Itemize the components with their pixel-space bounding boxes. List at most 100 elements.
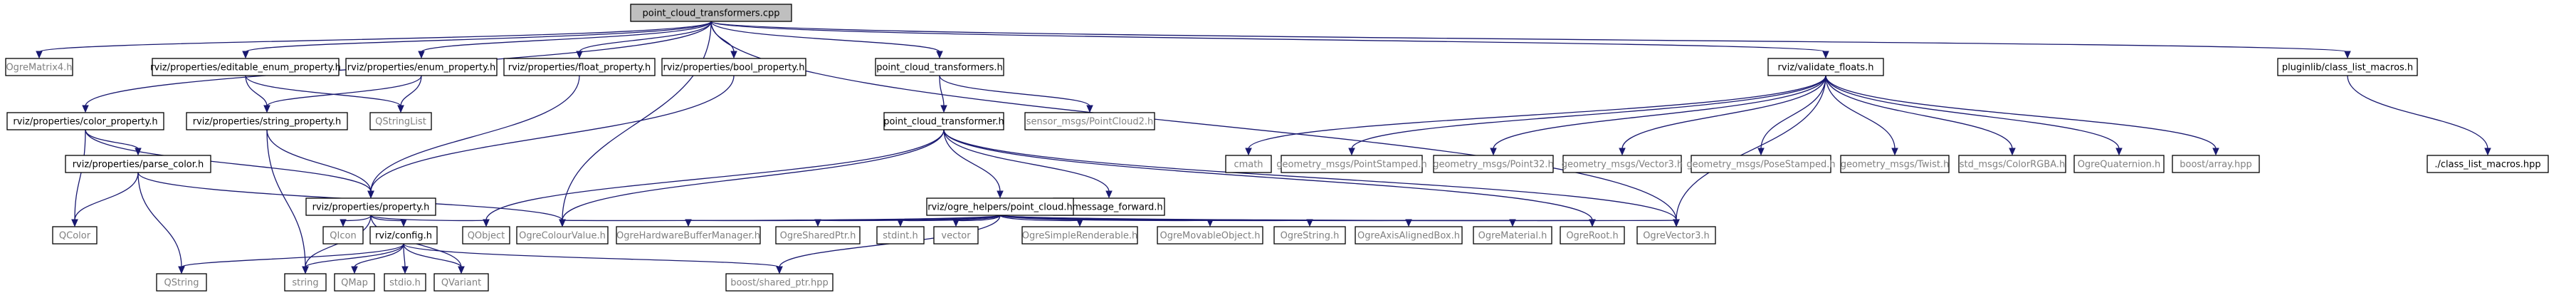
node-label: OgreRoot.h xyxy=(1566,231,1618,242)
edge-line xyxy=(266,75,422,107)
node-point-cloud-h[interactable]: rviz/ogre_helpers/point_cloud.h xyxy=(926,197,1074,216)
node-box xyxy=(616,226,761,245)
edge-pct_h-to-sensor_pc2 xyxy=(939,75,1093,113)
edge-line xyxy=(1760,75,1826,150)
edge-arrowhead xyxy=(1086,105,1093,113)
edge-arrowhead xyxy=(2212,148,2219,156)
edge-arrowhead xyxy=(559,219,566,227)
edge-arrowhead xyxy=(351,266,358,274)
node-label: point_cloud_transformers.h xyxy=(876,63,1003,73)
node-box xyxy=(1024,112,1155,130)
edge-line xyxy=(1493,75,1826,150)
node-qstringlist: QStringList xyxy=(369,112,432,130)
node-label: OgreAxisAlignedBox.h xyxy=(1357,231,1460,242)
node-parse-color[interactable]: rviz/properties/parse_color.h xyxy=(65,155,211,173)
node-label: pluginlib/class_list_macros.h xyxy=(2282,63,2413,73)
node-label: QObject xyxy=(468,231,505,242)
edge-line xyxy=(74,129,86,221)
node-box xyxy=(384,273,426,292)
node-box xyxy=(284,273,327,292)
node-bool-prop[interactable]: rviz/properties/bool_property.h xyxy=(661,58,806,76)
node-ogre-string: OgreString.h xyxy=(1273,226,1346,245)
edge-arrowhead xyxy=(263,105,270,113)
node-class-list-macros-hpp[interactable]: ./class_list_macros.hpp xyxy=(2427,155,2549,173)
node-pct-h[interactable]: point_cloud_transformers.h xyxy=(875,58,1004,76)
edge-property_h-to-qobject xyxy=(370,215,490,227)
edge-arrowhead xyxy=(1757,148,1765,156)
edge-arrowhead xyxy=(2115,148,2123,156)
node-label: geometry_msgs/PoseStamped.h xyxy=(1686,160,1835,170)
node-root[interactable]: point_cloud_transformers.cpp xyxy=(630,4,792,22)
node-string-prop[interactable]: rviz/properties/string_property.h xyxy=(186,112,348,130)
edge-line xyxy=(939,75,1090,107)
node-label: OgreSharedPtr.h xyxy=(780,231,856,242)
edge-validate_floats-to-cmath xyxy=(1245,75,1826,156)
edge-line xyxy=(370,215,487,222)
node-box xyxy=(876,226,925,245)
node-box xyxy=(1473,226,1552,245)
node-qicon: QIcon xyxy=(322,226,364,245)
edge-pc_transformer-to-ogre_colourvalue xyxy=(559,129,945,227)
node-ogre-hwbufmgr: OgreHardwareBufferManager.h xyxy=(616,226,761,245)
node-ogre-simplerenderable: OgreSimpleRenderable.h xyxy=(1021,226,1138,245)
nodes-layer: point_cloud_transformers.cppOgreMatrix4.… xyxy=(5,4,2549,292)
edge-arrowhead xyxy=(1405,219,1412,227)
edge-arrowhead xyxy=(776,266,783,274)
edge-validate_floats-to-gm_pointstamped xyxy=(1348,75,1826,156)
node-box xyxy=(1157,226,1263,245)
edge-line xyxy=(181,243,404,268)
node-config-h[interactable]: rviz/config.h xyxy=(369,226,438,245)
node-property-h[interactable]: rviz/properties/property.h xyxy=(305,197,436,216)
node-gm-twist: geometry_msgs/Twist.h xyxy=(1840,155,1950,173)
edge-arrowhead xyxy=(897,219,904,227)
node-color-prop[interactable]: rviz/properties/color_property.h xyxy=(6,112,164,130)
edge-line xyxy=(403,243,462,268)
node-box xyxy=(630,4,792,22)
node-label: QStringList xyxy=(375,117,426,128)
node-stdio: stdio.h xyxy=(384,273,426,292)
node-box xyxy=(5,58,73,76)
node-pc-transformer[interactable]: point_cloud_transformer.h xyxy=(883,112,1004,130)
edge-line xyxy=(370,75,580,192)
node-ogre-quaternion: OgreQuaternion.h xyxy=(2073,155,2165,173)
edge-line xyxy=(710,21,735,53)
edge-root-to-pct_h xyxy=(710,21,943,59)
node-label: QIcon xyxy=(330,231,356,242)
edge-line xyxy=(1621,75,1826,150)
edge-class_list_macros-to-class_list_macros_hpp xyxy=(2347,75,2491,156)
edge-arrowhead xyxy=(2009,148,2016,156)
node-box xyxy=(6,112,164,130)
edge-arrowhead xyxy=(178,266,185,274)
edge-arrowhead xyxy=(458,266,465,274)
node-box xyxy=(725,273,834,292)
node-box xyxy=(305,197,436,216)
node-gm-vector3: geometry_msgs/Vector3.h xyxy=(1562,155,1683,173)
edge-line xyxy=(85,129,372,192)
node-label: sensor_msgs/PointCloud2.h xyxy=(1026,117,1153,128)
edge-arrowhead xyxy=(1245,148,1252,156)
edge-root-to-bool_prop xyxy=(710,21,737,59)
node-enum-prop[interactable]: rviz/properties/enum_property.h xyxy=(345,58,498,76)
edge-line xyxy=(400,75,422,107)
node-editable-enum[interactable]: rviz/properties/editable_enum_property.h xyxy=(150,58,341,76)
node-label: rviz/properties/parse_color.h xyxy=(73,160,204,170)
node-gm-point32: geometry_msgs/Point32.h xyxy=(1433,155,1554,173)
edge-line xyxy=(943,129,1110,192)
node-label: OgreMaterial.h xyxy=(1478,231,1547,242)
edge-line xyxy=(1825,75,2120,150)
node-box xyxy=(1958,155,2066,173)
node-ogre-colourvalue: OgreColourValue.h xyxy=(516,226,609,245)
edge-line xyxy=(710,21,940,53)
node-box xyxy=(1562,155,1682,173)
node-label: rviz/config.h xyxy=(375,231,432,242)
node-box xyxy=(883,112,1004,130)
node-float-prop[interactable]: rviz/properties/float_property.h xyxy=(503,58,656,76)
edge-string_prop-to-string xyxy=(266,129,309,274)
node-label: OgreString.h xyxy=(1281,231,1340,242)
node-box xyxy=(775,226,861,245)
node-label: geometry_msgs/PointStamped.h xyxy=(1276,160,1426,170)
node-class-list-macros[interactable]: pluginlib/class_list_macros.h xyxy=(2277,58,2418,76)
node-validate-floats[interactable]: rviz/validate_floats.h xyxy=(1767,58,1884,76)
node-box xyxy=(933,226,979,245)
